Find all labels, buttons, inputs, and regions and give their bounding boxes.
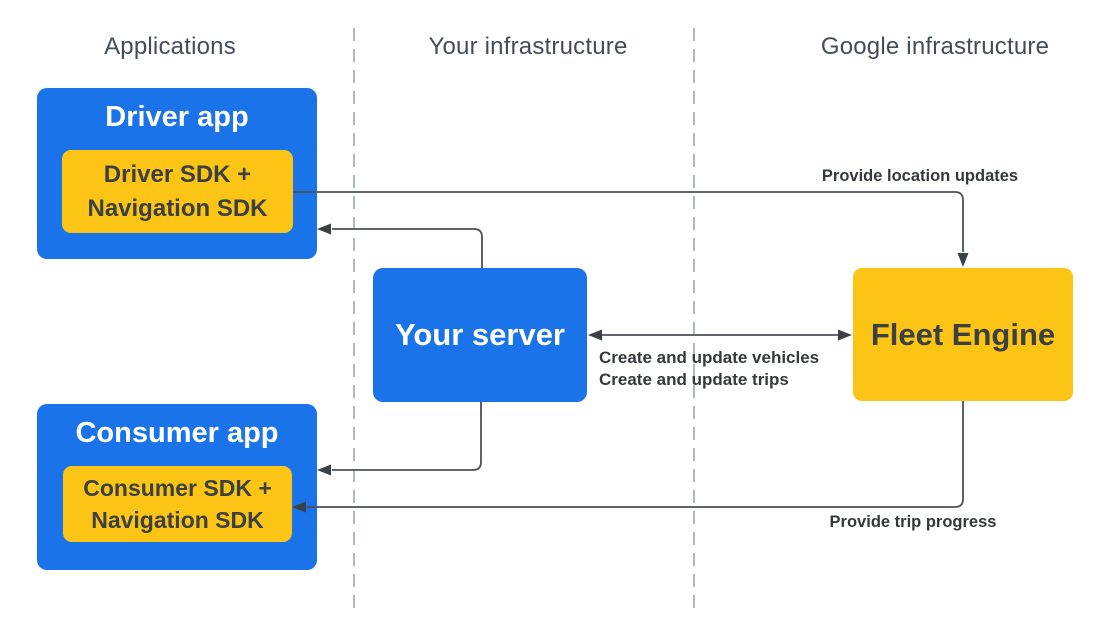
edge-label-create-update-vehicles: Create and update vehicles — [599, 348, 820, 367]
driver-app-title: Driver app — [105, 101, 249, 133]
edge-server-to-driver-line — [332, 228, 483, 268]
node-driver-app: Driver app Driver SDK + Navigation SDK — [37, 88, 317, 259]
driver-sdk-label: Driver SDK + Navigation SDK — [87, 158, 267, 226]
driver-sdk-label-line2: Navigation SDK — [87, 194, 268, 222]
arrowhead-right-icon — [838, 329, 852, 341]
node-consumer-sdk: Consumer SDK + Navigation SDK — [63, 466, 292, 542]
consumer-sdk-label-line2: Navigation SDK — [91, 507, 264, 533]
your-server-title: Your server — [394, 317, 565, 352]
node-consumer-app: Consumer app Consumer SDK + Navigation S… — [37, 404, 317, 570]
edge-fleet-to-consumer-line — [307, 401, 964, 508]
edge-label-create-update-trips: Create and update trips — [599, 370, 789, 389]
node-your-server: Your server — [373, 268, 587, 402]
column-header-applications: Applications — [104, 33, 236, 60]
arrowhead-down-icon — [957, 253, 969, 267]
fleet-engine-title: Fleet Engine — [870, 316, 1056, 352]
edge-driver-to-fleet-line — [293, 191, 964, 252]
column-header-google-infrastructure: Google infrastructure — [820, 33, 1050, 60]
consumer-sdk-label-line1: Consumer SDK + — [83, 475, 272, 501]
driver-sdk-label-line1: Driver SDK + — [103, 160, 252, 188]
node-fleet-engine: Fleet Engine — [853, 268, 1073, 401]
column-header-your-infrastructure: Your infrastructure — [428, 33, 628, 60]
edge-server-to-consumer-line — [332, 402, 482, 471]
consumer-sdk-label: Consumer SDK + Navigation SDK — [83, 472, 272, 536]
arrowhead-left-icon — [317, 223, 331, 235]
edge-label-provide-trip-progress: Provide trip progress — [829, 513, 997, 531]
edge-label-create-update: Create and update vehicles Create and up… — [599, 347, 819, 391]
edge-label-provide-location-updates: Provide location updates — [821, 167, 1019, 185]
arrowhead-left-icon — [317, 464, 331, 476]
arrowhead-left-icon — [588, 329, 602, 341]
node-driver-sdk: Driver SDK + Navigation SDK — [62, 150, 293, 233]
consumer-app-title: Consumer app — [75, 417, 279, 449]
